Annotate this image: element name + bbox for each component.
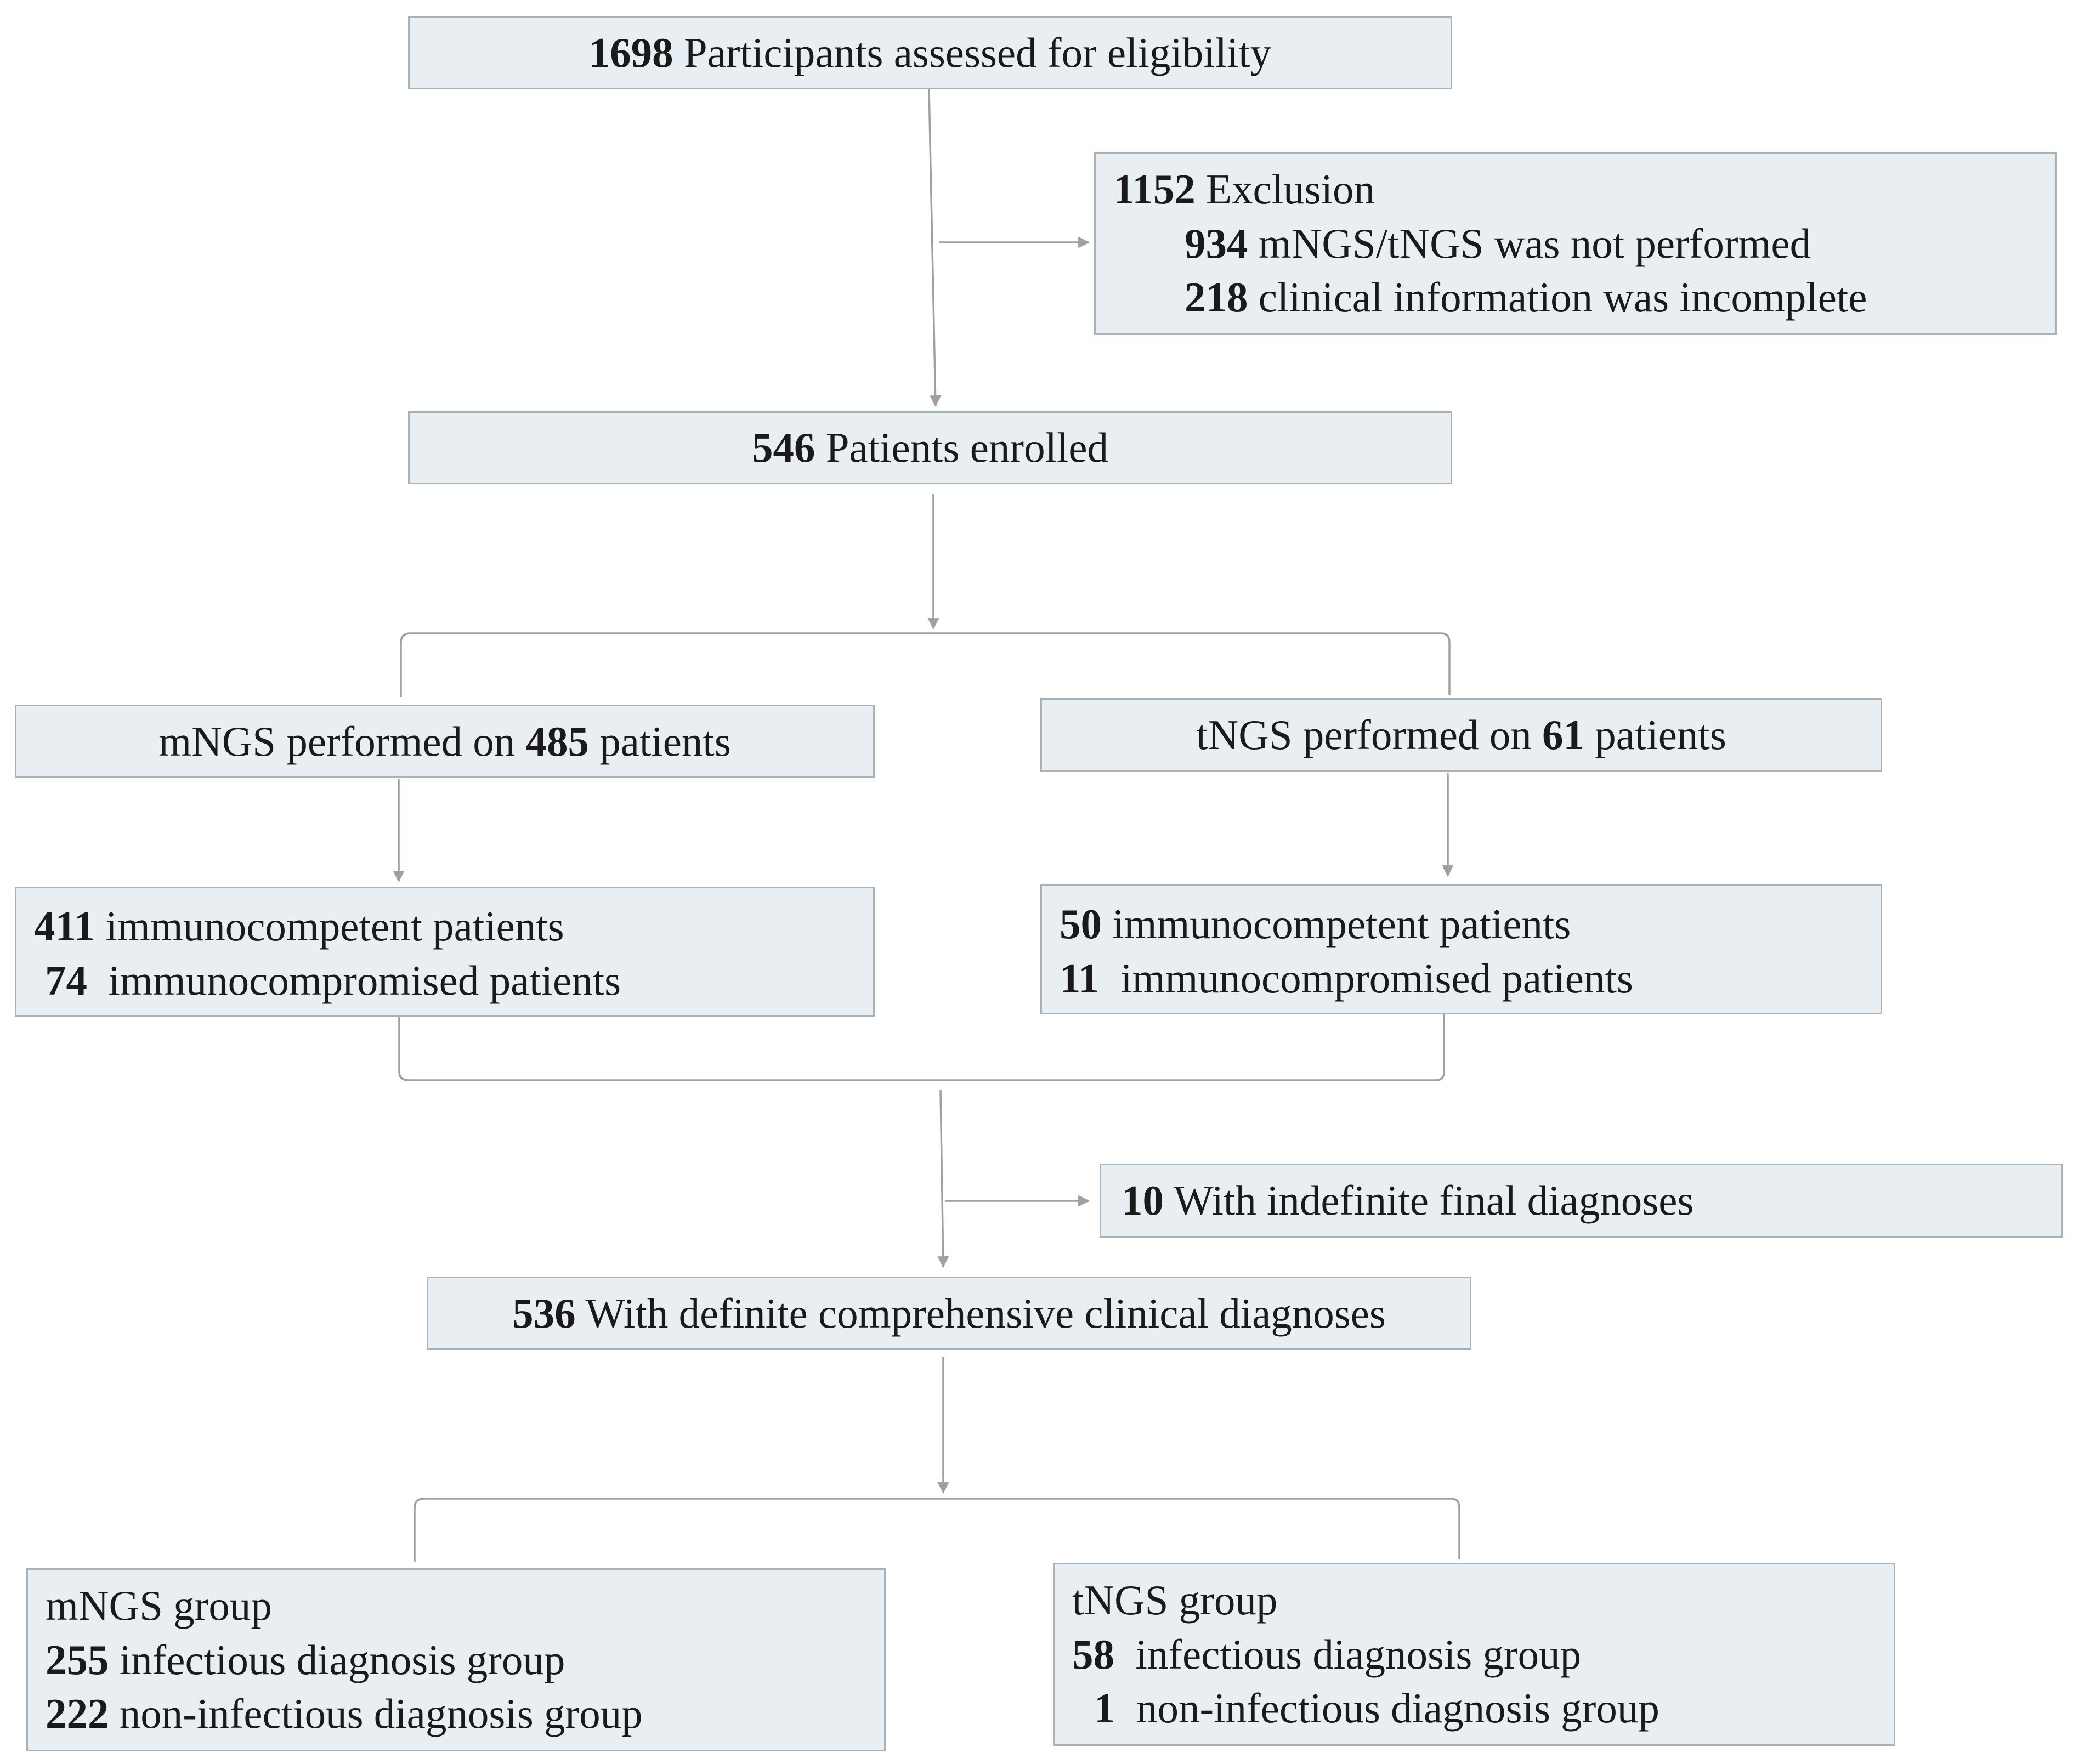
tngs-group-box: tNGS group 58 infectious diagnosis group… bbox=[1053, 1563, 1895, 1746]
assessed-label: 1698 Participants assessed for eligibili… bbox=[588, 29, 1272, 77]
tngs-immune-item: 11 immunocompromised patients bbox=[1060, 954, 1633, 1002]
mngs-immune-item: 74 immunocompromised patients bbox=[45, 956, 621, 1004]
enrolled-box: 546 Patients enrolled bbox=[408, 411, 1452, 484]
assessed-box: 1698 Participants assessed for eligibili… bbox=[408, 16, 1452, 89]
arrow-assessed-to-enrolled bbox=[928, 88, 942, 407]
exclusion-item: 218 clinical information was incomplete bbox=[1185, 274, 1867, 321]
arrow-merge-to-definite bbox=[937, 1089, 949, 1268]
mngs-group-title: mNGS group bbox=[46, 1582, 272, 1629]
indefinite-box: 10 With indefinite final diagnoses bbox=[1100, 1164, 2063, 1238]
mngs-immune-item: 411 immunocompetent patients bbox=[34, 903, 564, 950]
tngs-group-item: 1 non-infectious diagnosis group bbox=[1094, 1684, 1659, 1732]
tngs-performed-box: tNGS performed on 61 patients bbox=[1040, 698, 1882, 772]
exclusion-title: 1152 Exclusion bbox=[1113, 166, 1375, 213]
tngs-group-title: tNGS group bbox=[1072, 1576, 1278, 1624]
exclusion-box: 1152 Exclusion 934 mNGS/tNGS was not per… bbox=[1094, 152, 2057, 335]
mngs-group-box: mNGS group 255 infectious diagnosis grou… bbox=[26, 1568, 886, 1751]
indefinite-label: 10 With indefinite final diagnoses bbox=[1122, 1177, 1694, 1224]
bracket-merge bbox=[398, 1014, 1445, 1081]
tngs-immune-box: 50 immunocompetent patients 11 immunocom… bbox=[1040, 884, 1882, 1014]
bracket-split-top bbox=[400, 632, 1451, 697]
enrolled-label: 546 Patients enrolled bbox=[751, 424, 1109, 472]
tngs-group-item: 58 infectious diagnosis group bbox=[1072, 1630, 1582, 1678]
bracket-split-bottom bbox=[414, 1498, 1460, 1562]
mngs-performed-box: mNGS performed on 485 patients bbox=[15, 705, 875, 778]
mngs-group-item: 222 non-infectious diagnosis group bbox=[46, 1690, 643, 1738]
mngs-group-item: 255 infectious diagnosis group bbox=[46, 1636, 565, 1683]
definite-label: 536 With definite comprehensive clinical… bbox=[512, 1289, 1386, 1337]
mngs-immune-box: 411 immunocompetent patients 74 immunoco… bbox=[15, 887, 875, 1017]
tngs-performed-label: tNGS performed on 61 patients bbox=[1196, 711, 1726, 758]
tngs-immune-item: 50 immunocompetent patients bbox=[1060, 900, 1571, 948]
exclusion-item: 934 mNGS/tNGS was not performed bbox=[1185, 219, 1811, 267]
definite-box: 536 With definite comprehensive clinical… bbox=[427, 1277, 1471, 1350]
mngs-performed-label: mNGS performed on 485 patients bbox=[158, 717, 731, 765]
